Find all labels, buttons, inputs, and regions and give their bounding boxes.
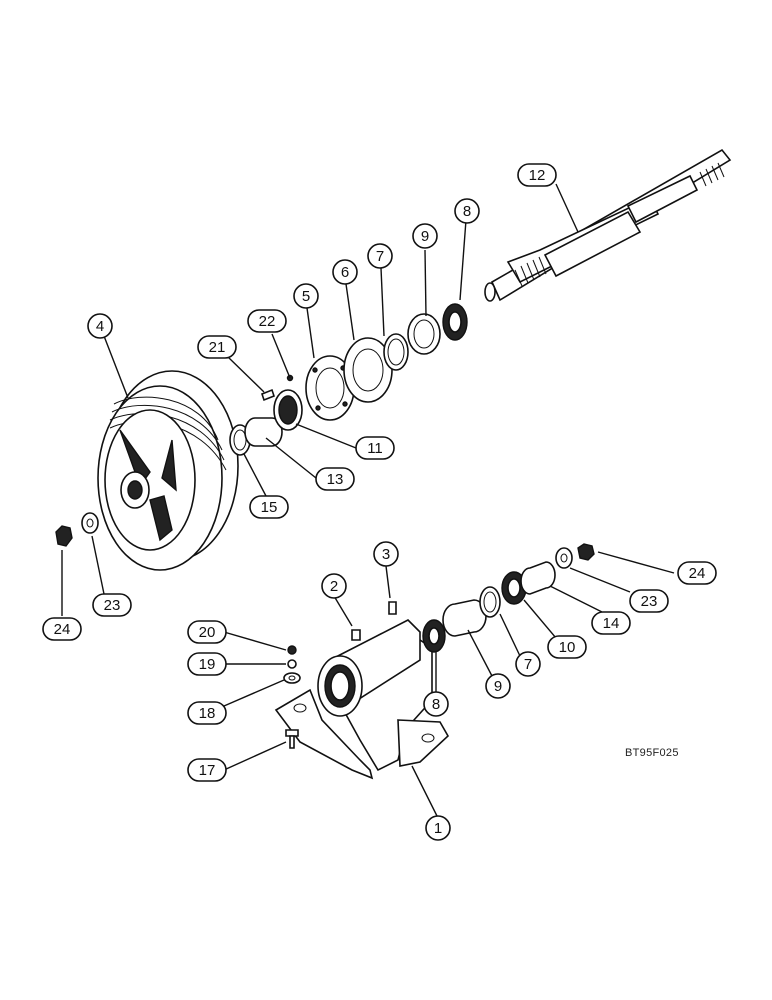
svg-text:8: 8 bbox=[463, 203, 471, 220]
svg-text:7: 7 bbox=[524, 656, 532, 673]
svg-text:17: 17 bbox=[199, 762, 216, 779]
callout-22: 22 bbox=[247, 309, 287, 333]
bearing-housing bbox=[274, 601, 450, 780]
svg-text:24: 24 bbox=[54, 621, 71, 638]
svg-text:2: 2 bbox=[330, 578, 338, 595]
upper-bearing-stack bbox=[229, 303, 468, 456]
svg-text:3: 3 bbox=[382, 546, 390, 563]
svg-text:6: 6 bbox=[341, 264, 349, 281]
callout-7-upper: 7 bbox=[367, 243, 393, 269]
svg-text:5: 5 bbox=[302, 288, 310, 305]
callout-2: 2 bbox=[321, 573, 347, 599]
callout-8-lower: 8 bbox=[423, 691, 449, 717]
svg-text:20: 20 bbox=[199, 624, 216, 641]
svg-text:9: 9 bbox=[494, 678, 502, 695]
svg-text:4: 4 bbox=[96, 318, 104, 335]
callout-21: 21 bbox=[197, 335, 237, 359]
svg-text:12: 12 bbox=[529, 167, 546, 184]
callout-13: 13 bbox=[315, 467, 355, 491]
left-washer-nut bbox=[55, 512, 99, 547]
gasket-6 bbox=[343, 337, 393, 403]
callout-5: 5 bbox=[293, 283, 319, 309]
svg-text:9: 9 bbox=[421, 228, 429, 245]
callout-20: 20 bbox=[187, 620, 227, 644]
svg-text:14: 14 bbox=[603, 615, 620, 632]
callout-10: 10 bbox=[547, 635, 587, 659]
svg-text:15: 15 bbox=[261, 499, 278, 516]
callout-12: 12 bbox=[517, 163, 557, 187]
callout-9-upper: 9 bbox=[412, 223, 438, 249]
callout-11: 11 bbox=[355, 436, 395, 460]
callout-24-left: 24 bbox=[42, 617, 82, 641]
svg-text:13: 13 bbox=[327, 471, 344, 488]
svg-text:1: 1 bbox=[434, 820, 442, 837]
figure-code: BT95F025 bbox=[625, 747, 679, 759]
svg-text:24: 24 bbox=[689, 565, 706, 582]
callout-1: 1 bbox=[425, 815, 451, 841]
callout-15: 15 bbox=[249, 495, 289, 519]
callout-6: 6 bbox=[332, 259, 358, 285]
lower-bearing-stack bbox=[422, 543, 595, 653]
svg-text:21: 21 bbox=[209, 339, 226, 356]
callout-14: 14 bbox=[591, 611, 631, 635]
svg-text:18: 18 bbox=[199, 705, 216, 722]
svg-text:23: 23 bbox=[104, 597, 121, 614]
svg-text:11: 11 bbox=[367, 440, 383, 457]
pulley-wheel bbox=[97, 370, 239, 571]
cup-9a bbox=[407, 313, 441, 355]
svg-text:7: 7 bbox=[376, 248, 384, 265]
callout-23-right: 23 bbox=[629, 589, 669, 613]
svg-text:19: 19 bbox=[199, 656, 216, 673]
callout-19: 19 bbox=[187, 652, 227, 676]
callout-9-lower: 9 bbox=[485, 673, 511, 699]
svg-text:8: 8 bbox=[432, 696, 440, 713]
callout-7-lower: 7 bbox=[515, 651, 541, 677]
callout-17: 17 bbox=[187, 758, 227, 782]
callout-18: 18 bbox=[187, 701, 227, 725]
callout-8-upper: 8 bbox=[454, 198, 480, 224]
svg-text:10: 10 bbox=[559, 639, 576, 656]
leader-lines bbox=[61, 183, 675, 819]
hardware-small bbox=[283, 645, 301, 749]
svg-text:22: 22 bbox=[259, 313, 276, 330]
callout-24-right: 24 bbox=[677, 561, 717, 585]
callout-3: 3 bbox=[373, 541, 399, 567]
svg-text:23: 23 bbox=[641, 593, 658, 610]
callout-4: 4 bbox=[87, 313, 113, 339]
callout-23-left: 23 bbox=[92, 593, 132, 617]
drive-shaft bbox=[484, 148, 732, 302]
